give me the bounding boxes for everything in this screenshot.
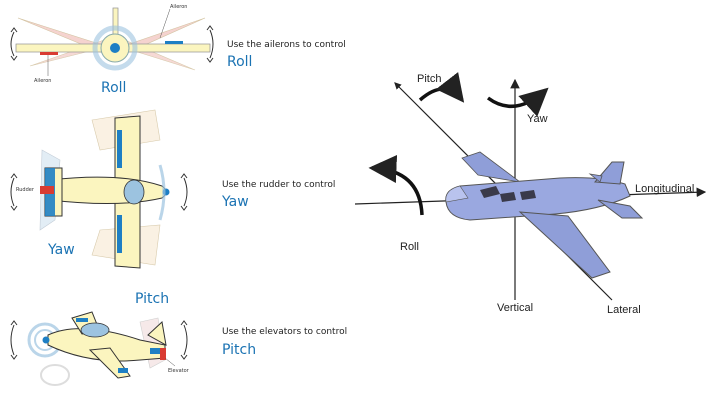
axis-longitudinal-label: Longitudinal	[635, 183, 695, 195]
yaw-word: Yaw	[222, 194, 249, 210]
axis-vertical-label: Vertical	[497, 302, 534, 314]
aileron-right-mark	[165, 41, 183, 44]
aileron-left-mark	[40, 52, 58, 55]
elevator-label: Elevator	[168, 368, 189, 374]
roll-caption: Use the ailerons to control	[227, 40, 346, 50]
yaw-label: Yaw	[48, 242, 75, 258]
pitch-label: Pitch	[135, 291, 170, 307]
plane-3d-illustration	[445, 151, 644, 279]
roll-label: Roll	[101, 80, 127, 96]
pitch-word: Pitch	[222, 342, 257, 358]
roll-arrow	[368, 155, 424, 216]
rudder-label: Rudder	[16, 187, 34, 193]
axis-roll-label: Roll	[400, 241, 419, 253]
aileron-top-label: Aileron	[170, 4, 188, 10]
axis-pitch-label: Pitch	[417, 73, 442, 85]
yaw-caption: Use the rudder to control	[222, 180, 336, 190]
yaw-arrow	[486, 87, 549, 117]
axis-lateral-label: Lateral	[607, 304, 641, 316]
pitch-caption: Use the elevators to control	[222, 327, 348, 337]
axis-yaw-label: Yaw	[527, 113, 548, 125]
pitch-arrow	[418, 72, 465, 103]
aileron-left-label: Aileron	[34, 78, 52, 84]
roll-word: Roll	[227, 54, 253, 70]
